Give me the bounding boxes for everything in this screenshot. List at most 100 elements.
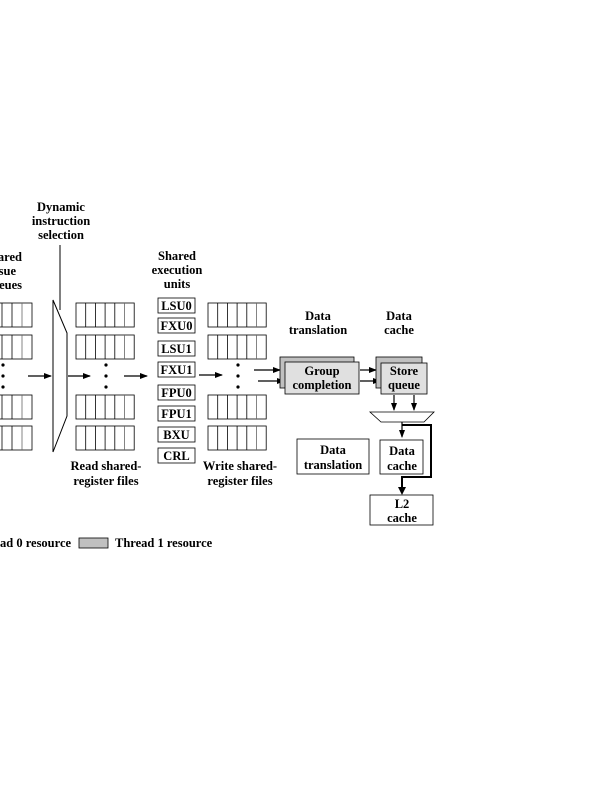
write-register-file: [207, 334, 267, 360]
label-line: Group: [304, 364, 339, 378]
ellipsis-dot: [104, 385, 108, 389]
l2-cache-rect: [369, 494, 434, 526]
read-register-ellipsis: [104, 363, 108, 389]
execution-unit-fpu1: FPU1: [157, 405, 196, 422]
legend-label-thread1: Thread 1 resource: [115, 536, 213, 550]
label-line: Data: [320, 443, 346, 457]
execution-unit-label: LSU0: [161, 299, 192, 313]
selection-mux: [52, 299, 68, 453]
execution-unit-label: FPU1: [161, 407, 192, 421]
register-file-outline: [0, 302, 33, 328]
ellipsis-dot: [1, 374, 5, 378]
execution-unit-label: LSU1: [161, 342, 192, 356]
execution-unit-box: [157, 426, 196, 443]
store-queue: Store queue: [375, 356, 428, 395]
execution-unit-crl: CRL: [157, 447, 196, 464]
execution-unit-box: [157, 361, 196, 378]
write-register-file: [207, 302, 267, 328]
write-register-ellipsis: [236, 363, 240, 389]
issue-queue: [0, 334, 33, 360]
execution-unit-label: FPU0: [161, 386, 192, 400]
group-completion-thread0: [284, 361, 360, 395]
label-line: sue: [0, 264, 16, 278]
issue-queues: [0, 302, 33, 451]
label-line: L2: [395, 497, 410, 511]
execution-unit-label: FXU1: [161, 363, 193, 377]
ellipsis-dot: [1, 385, 5, 389]
label-line: Store: [390, 364, 419, 378]
label-line: Write shared-: [203, 459, 277, 473]
ellipsis-dot: [104, 363, 108, 367]
execution-unit-label: BXU: [163, 428, 189, 442]
execution-unit-bxu: BXU: [157, 426, 196, 443]
label-line: Read shared-: [71, 459, 142, 473]
label-line: cache: [384, 323, 414, 337]
label-line: queue: [388, 378, 420, 392]
write-register-file: [207, 425, 267, 451]
label-line: eues: [0, 278, 22, 292]
dynamic-selection-label: Dynamic instruction selection: [32, 200, 90, 242]
data-cache-box: Data cache: [379, 439, 424, 475]
read-register-files-label: Read shared- register files: [71, 459, 142, 488]
register-file-outline: [0, 425, 33, 451]
label-line: register files: [73, 474, 138, 488]
data-translation-rect: [296, 438, 370, 475]
label-line: units: [164, 277, 191, 291]
label-line: Data: [389, 444, 415, 458]
read-register-file: [75, 425, 135, 451]
data-cache-top-label: Data cache: [384, 309, 414, 337]
write-register-files-label: Write shared- register files: [203, 459, 277, 488]
register-file-outline: [0, 394, 33, 420]
read-register-files: [75, 302, 135, 451]
label-line: cache: [387, 459, 417, 473]
label-line: register files: [207, 474, 272, 488]
execution-unit-box: [157, 405, 196, 422]
l2-cache-box: L2 cache: [369, 494, 434, 526]
label-line: translation: [304, 458, 362, 472]
legend: ad 0 resource Thread 1 resource: [0, 536, 213, 550]
cache-mux: [368, 411, 435, 423]
label-line: completion: [292, 378, 351, 392]
execution-unit-box: [157, 447, 196, 464]
label-line: ared: [0, 250, 22, 264]
label-line: selection: [38, 228, 84, 242]
execution-unit-label: CRL: [163, 449, 189, 463]
execution-unit-fxu1: FXU1: [157, 361, 196, 378]
shared-issue-queues-label: ared sue eues: [0, 250, 22, 292]
label-line: Shared: [158, 249, 196, 263]
execution-unit-fpu0: FPU0: [157, 384, 196, 401]
ellipsis-dot: [236, 363, 240, 367]
label-line: instruction: [32, 214, 90, 228]
data-translation-box: Data translation: [296, 438, 370, 475]
ellipsis-dot: [236, 385, 240, 389]
label-line: Dynamic: [37, 200, 85, 214]
data-translation-top-label: Data translation: [289, 309, 347, 337]
register-file-outline: [0, 334, 33, 360]
legend-swatch-thread1: [78, 537, 109, 549]
label-line: execution: [152, 263, 203, 277]
issue-queue: [0, 425, 33, 451]
label-line: cache: [387, 511, 417, 525]
ellipsis-dot: [1, 363, 5, 367]
label-line: Data: [386, 309, 412, 323]
execution-unit-fxu0: FXU0: [157, 317, 196, 334]
execution-unit-box: [157, 297, 196, 314]
store-queue-thread0: [380, 362, 428, 395]
execution-unit-label: FXU0: [161, 319, 193, 333]
execution-unit-lsu1: LSU1: [157, 340, 196, 357]
ellipsis-dot: [236, 374, 240, 378]
read-register-file: [75, 302, 135, 328]
shared-execution-units-label: Shared execution units: [152, 249, 203, 291]
group-completion: Group completion: [279, 356, 360, 395]
issue-queue: [0, 394, 33, 420]
ellipsis-dot: [104, 374, 108, 378]
execution-unit-lsu0: LSU0: [157, 297, 196, 314]
label-line: translation: [289, 323, 347, 337]
label-line: Data: [305, 309, 331, 323]
execution-unit-box: [157, 384, 196, 401]
issue-queue-ellipsis: [1, 363, 5, 389]
bypass-path-to-l2: [401, 424, 432, 491]
write-register-files: [207, 302, 267, 451]
execution-unit-box: [157, 340, 196, 357]
